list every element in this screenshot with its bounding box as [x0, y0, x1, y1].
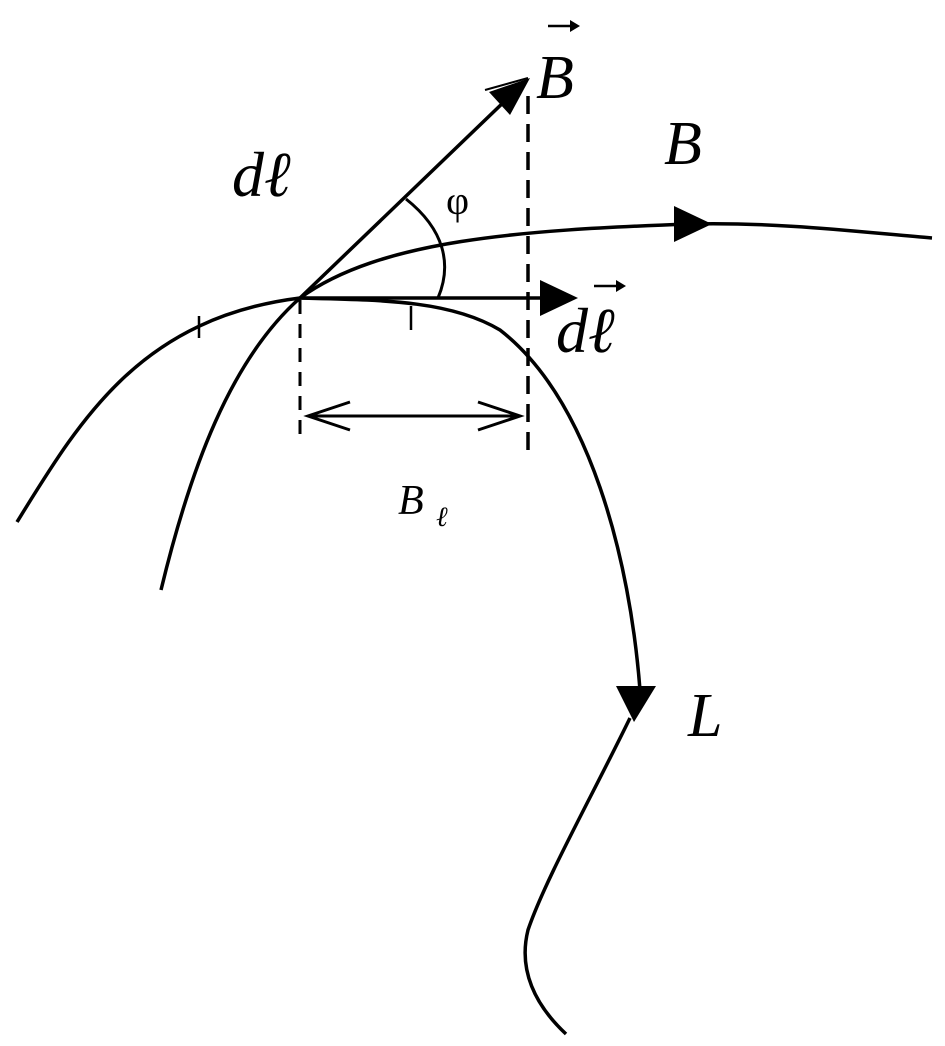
label-projection-subscript: ℓ — [436, 502, 448, 533]
label-field-line-b: B — [664, 110, 702, 178]
label-contour-l: L — [687, 682, 722, 750]
projection-arrow-right-head — [477, 400, 525, 432]
vector-dl-arrowhead — [540, 280, 578, 316]
label-vector-b: B — [536, 44, 574, 112]
field-line-b-lower — [159, 296, 302, 591]
label-vector-dl: dℓ — [556, 295, 615, 366]
field-line-b-upper — [298, 222, 933, 300]
label-angle-phi: φ — [446, 178, 469, 223]
label-vector-dl-overarrow — [594, 280, 626, 292]
vector-b-shaft — [298, 96, 510, 300]
projection-arrow-left-head — [303, 400, 351, 432]
contour-l-left-arc — [15, 296, 301, 523]
vector-b-arrowhead — [489, 78, 530, 115]
label-vector-b-overarrow — [548, 20, 580, 32]
contour-l-arrowhead — [616, 686, 656, 722]
contour-l-tail — [523, 717, 632, 1036]
field-line-b-arrowhead — [674, 206, 712, 242]
contour-l-right-arc — [299, 296, 642, 691]
vector-b-arrow-bar — [484, 77, 529, 91]
label-projection-b: B — [398, 478, 424, 524]
angle-phi-arc — [405, 197, 447, 299]
label-dl-scalar: dℓ — [232, 139, 291, 210]
